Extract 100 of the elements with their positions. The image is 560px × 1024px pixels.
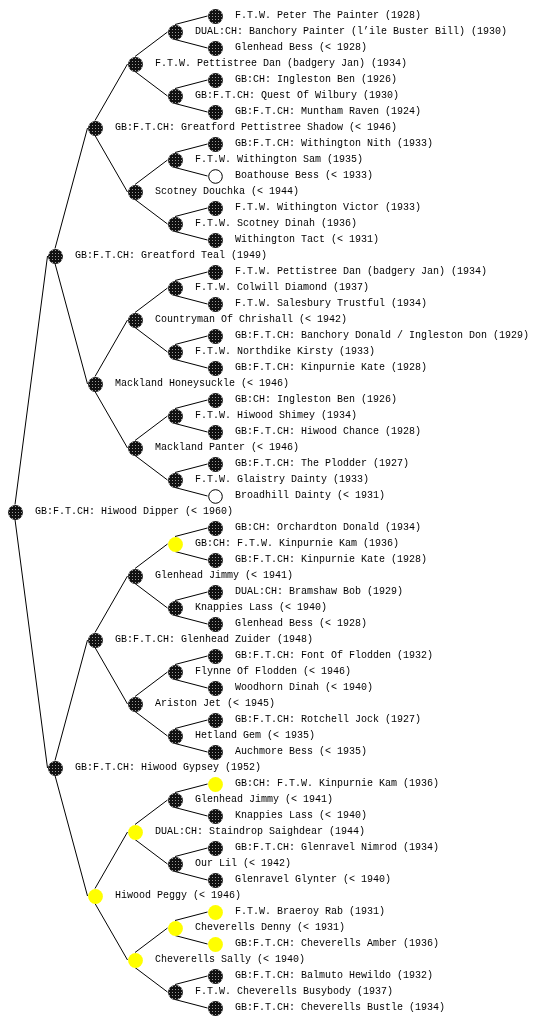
node-label: GB:F.T.CH: Balmuto Hewildo (1932): [235, 970, 434, 982]
node-label: Cheverells Sally (< 1940): [155, 954, 306, 966]
node-label: Flynne Of Flodden (< 1946): [195, 666, 352, 678]
node-label: GB:F.T.CH: Cheverells Amber (1936): [235, 938, 440, 950]
connector-line: [174, 295, 208, 305]
connector-line: [14, 255, 48, 505]
node-label: F.T.W. Braeroy Rab (1931): [235, 906, 386, 918]
connector-line: [94, 647, 128, 705]
connector-line: [134, 543, 168, 569]
connector-line: [174, 463, 208, 473]
connector-line: [174, 655, 208, 665]
connector-line: [174, 935, 208, 945]
connector-line: [134, 839, 168, 865]
node-label: F.T.W. Salesbury Trustful (1934): [235, 298, 428, 310]
connector-line: [174, 423, 208, 433]
node-label: Glenhead Bess (< 1928): [235, 618, 368, 630]
connector-line: [94, 575, 128, 633]
node-label: GB:CH: F.T.W. Kinpurnie Kam (1936): [235, 778, 440, 790]
connector-line: [174, 167, 208, 177]
node-label: Hiwood Peggy (< 1946): [115, 890, 242, 902]
connector-line: [134, 71, 168, 97]
node-label: Auchmore Bess (< 1935): [235, 746, 368, 758]
connector-line: [174, 975, 208, 985]
node-label: F.T.W. Pettistree Dan (badgery Jan) (1934): [235, 266, 488, 278]
node-label: GB:F.T.CH: Banchory Donald / Ingleston Don (1929): [235, 330, 530, 342]
connector-line: [134, 415, 168, 441]
connector-line: [174, 783, 208, 793]
node-label: GB:CH: F.T.W. Kinpurnie Kam (1936): [195, 538, 400, 550]
node-label: F.T.W. Northdike Kirsty (1933): [195, 346, 376, 358]
connector-line: [174, 335, 208, 345]
connector-line: [134, 583, 168, 609]
connector-line: [54, 263, 88, 385]
connector-line: [174, 79, 208, 89]
node-label: F.T.W. Hiwood Shimey (1934): [195, 410, 358, 422]
connector-line: [134, 31, 168, 57]
connector-line: [134, 455, 168, 481]
node-label: GB:F.T.CH: Greatford Pettistree Shadow (< 1946): [115, 122, 398, 134]
node-label: Countryman Of Chrishall (< 1942): [155, 314, 348, 326]
node-label: F.T.W. Withington Victor (1933): [235, 202, 422, 214]
connector-line: [174, 807, 208, 817]
connector-line: [174, 207, 208, 217]
node-label: GB:F.T.CH: Quest Of Wilbury (1930): [195, 90, 400, 102]
node-label: Boathouse Bess (< 1933): [235, 170, 374, 182]
node-label: DUAL:CH: Banchory Painter (l’ile Buster Bill) (1930): [195, 26, 508, 38]
node-label: Woodhorn Dinah (< 1940): [235, 682, 374, 694]
connector-line: [134, 799, 168, 825]
connector-line: [14, 519, 48, 769]
node-label: F.T.W. Colwill Diamond (1937): [195, 282, 370, 294]
connector-line: [94, 391, 128, 449]
node-label: GB:F.T.CH: Kinpurnie Kate (1928): [235, 362, 428, 374]
node-label: Broadhill Dainty (< 1931): [235, 490, 386, 502]
node-label: GB:F.T.CH: The Plodder (1927): [235, 458, 410, 470]
node-label: GB:F.T.CH: Kinpurnie Kate (1928): [235, 554, 428, 566]
node-label: GB:F.T.CH: Muntham Raven (1924): [235, 106, 422, 118]
node-label: Glenhead Jimmy (< 1941): [195, 794, 334, 806]
node-label: GB:F.T.CH: Withington Nith (1933): [235, 138, 434, 150]
connector-line: [134, 927, 168, 953]
node-label: GB:CH: Ingleston Ben (1926): [235, 74, 398, 86]
node-label: GB:F.T.CH: Greatford Teal (1949): [75, 250, 268, 262]
connector-line: [174, 871, 208, 881]
connector-line: [134, 159, 168, 185]
connector-line: [174, 143, 208, 153]
node-label: Glenravel Glynter (< 1940): [235, 874, 392, 886]
connector-line: [174, 719, 208, 729]
node-label: GB:CH: Ingleston Ben (1926): [235, 394, 398, 406]
node-label: Scotney Douchka (< 1944): [155, 186, 300, 198]
connector-line: [174, 999, 208, 1009]
connector-line: [174, 847, 208, 857]
connector-line: [174, 231, 208, 241]
node-label: DUAL:CH: Staindrop Saighdear (1944): [155, 826, 366, 838]
connector-line: [54, 127, 88, 249]
node-label: Withington Tact (< 1931): [235, 234, 380, 246]
node-label: GB:F.T.CH: Glenravel Nimrod (1934): [235, 842, 440, 854]
connector-line: [134, 287, 168, 313]
node-label: Our Lil (< 1942): [195, 858, 291, 870]
node-label: Glenhead Jimmy (< 1941): [155, 570, 294, 582]
connector-line: [94, 319, 128, 377]
connector-line: [174, 591, 208, 601]
node-label: Mackland Honeysuckle (< 1946): [115, 378, 290, 390]
connector-line: [174, 39, 208, 49]
node-label: GB:F.T.CH: Hiwood Gypsey (1952): [75, 762, 262, 774]
node-label: GB:F.T.CH: Rotchell Jock (1927): [235, 714, 422, 726]
node-label: Cheverells Denny (< 1931): [195, 922, 346, 934]
node-label: GB:F.T.CH: Hiwood Chance (1928): [235, 426, 422, 438]
connector-line: [54, 639, 88, 761]
connector-line: [174, 551, 208, 561]
node-label: GB:F.T.CH: Font Of Flodden (1932): [235, 650, 434, 662]
node-label: Glenhead Bess (< 1928): [235, 42, 368, 54]
node-label: GB:F.T.CH: Cheverells Bustle (1934): [235, 1002, 446, 1014]
connector-line: [134, 711, 168, 737]
node-label: Ariston Jet (< 1945): [155, 698, 276, 710]
connector-line: [174, 103, 208, 113]
node-label: F.T.W. Withington Sam (1935): [195, 154, 364, 166]
connector-line: [94, 135, 128, 193]
node-label: F.T.W. Cheverells Busybody (1937): [195, 986, 394, 998]
connector-line: [174, 487, 208, 497]
connector-line: [174, 271, 208, 281]
node-label: Mackland Panter (< 1946): [155, 442, 300, 454]
connector-line: [174, 679, 208, 689]
connector-line: [174, 15, 208, 25]
